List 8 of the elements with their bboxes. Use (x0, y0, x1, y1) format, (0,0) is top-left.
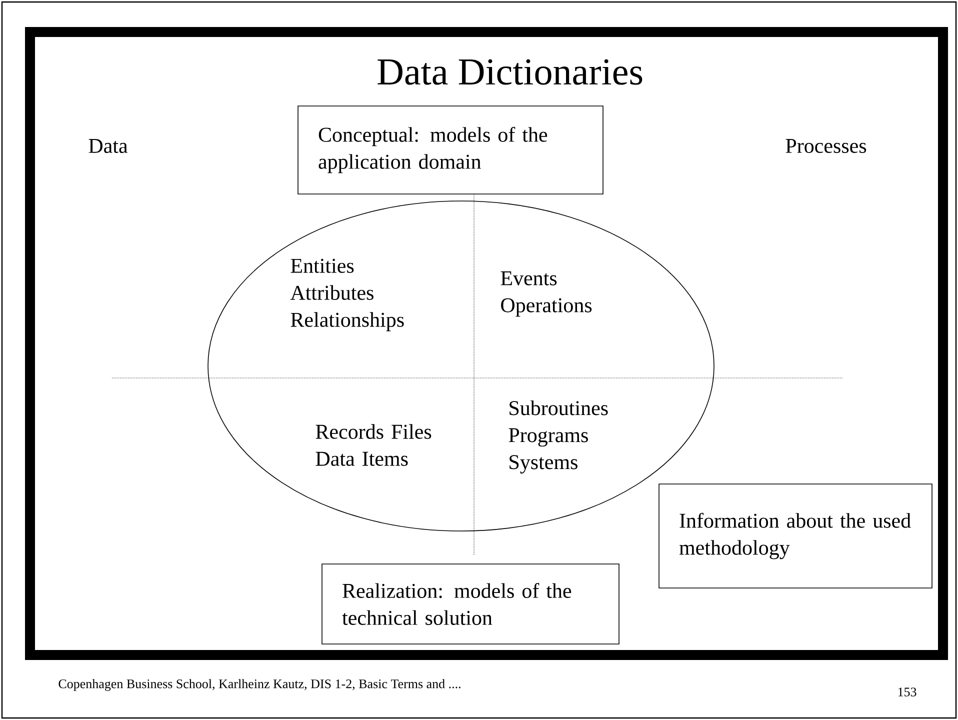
text-box: Conceptual: models of the application domain (298, 106, 604, 194)
title: Data Dictionaries (378, 59, 642, 85)
text-box: Information about the used methodology (658, 484, 932, 588)
axis-label: Processes (786, 139, 866, 153)
axis-label: Data (88, 139, 128, 153)
footer-text: Copenhagen Business School, Karlheinz Kautz, DIS 1-2, Basic Terms and .... (58, 679, 460, 691)
page-number: 153 (898, 688, 916, 696)
text-box: Realization: models of the technical solution (322, 564, 620, 644)
